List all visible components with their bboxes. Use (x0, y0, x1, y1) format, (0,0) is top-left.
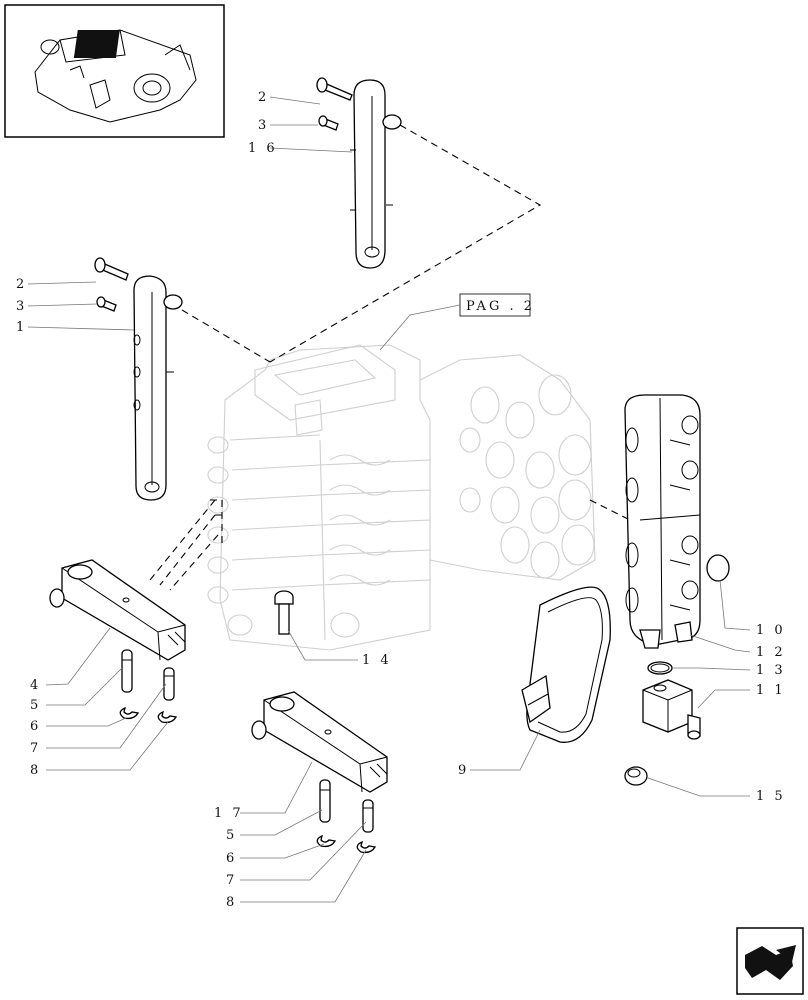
screw-14 (274, 590, 294, 635)
label-12: 1 2 (756, 645, 786, 660)
next-page-arrow-icon[interactable] (736, 927, 804, 995)
label-15: 1 5 (756, 789, 786, 804)
control-valve-body-outline (207, 344, 596, 651)
label-8-lower: 8 (226, 895, 237, 910)
leader-lines (27, 96, 751, 903)
cover-10 (624, 394, 730, 649)
label-13: 1 3 (756, 663, 786, 678)
page-reference-text: PAG . 2 (466, 299, 535, 314)
label-1: 1 (16, 320, 27, 335)
valve-assembly-thumbnail-icon[interactable] (4, 4, 225, 138)
label-6-lower: 6 (226, 851, 237, 866)
support-17 (251, 691, 388, 854)
cap-15 (624, 766, 648, 786)
label-14: 1 4 (362, 653, 392, 668)
label-5-left: 5 (30, 698, 41, 713)
page-reference-box[interactable]: PAG . 2 (379, 293, 535, 351)
callout-labels: 2 3 1 6 2 3 1 4 5 6 7 8 1 4 1 0 1 2 1 3 … (16, 90, 786, 910)
linkage-dashed-lines (149, 124, 631, 591)
label-4: 4 (30, 678, 41, 693)
label-3-upper: 3 (258, 118, 269, 133)
label-8-left: 8 (30, 763, 41, 778)
label-2-upper: 2 (258, 90, 269, 105)
lever-16 (316, 77, 402, 269)
label-3-lower: 3 (16, 299, 27, 314)
support-4 (49, 559, 186, 724)
seal-13 (647, 661, 673, 675)
label-7-left: 7 (30, 741, 41, 756)
label-5-lower: 5 (226, 828, 237, 843)
label-17: 1 7 (214, 806, 244, 821)
lever-1 (94, 257, 183, 501)
label-2-lower: 2 (16, 277, 27, 292)
label-10: 1 0 (756, 623, 786, 638)
block-11 (642, 679, 701, 740)
label-7-lower: 7 (226, 873, 237, 888)
label-11: 1 1 (756, 683, 786, 698)
boot-9 (521, 586, 611, 743)
label-16: 1 6 (248, 141, 278, 156)
label-6-left: 6 (30, 719, 41, 734)
label-9: 9 (458, 763, 469, 778)
